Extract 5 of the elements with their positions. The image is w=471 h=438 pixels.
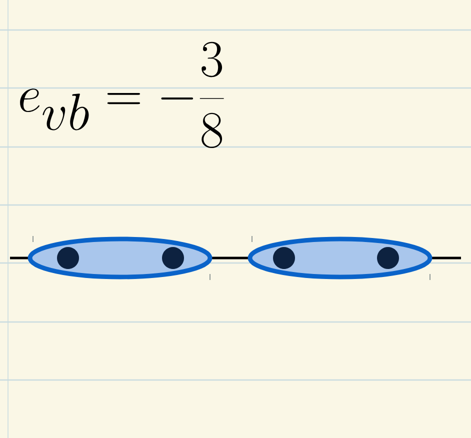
dot xyxy=(377,247,399,269)
dot xyxy=(162,247,184,269)
dot xyxy=(273,247,295,269)
formula: $e_{vb}=-\frac{3}{8}$ xyxy=(20,42,224,148)
dot xyxy=(57,247,79,269)
